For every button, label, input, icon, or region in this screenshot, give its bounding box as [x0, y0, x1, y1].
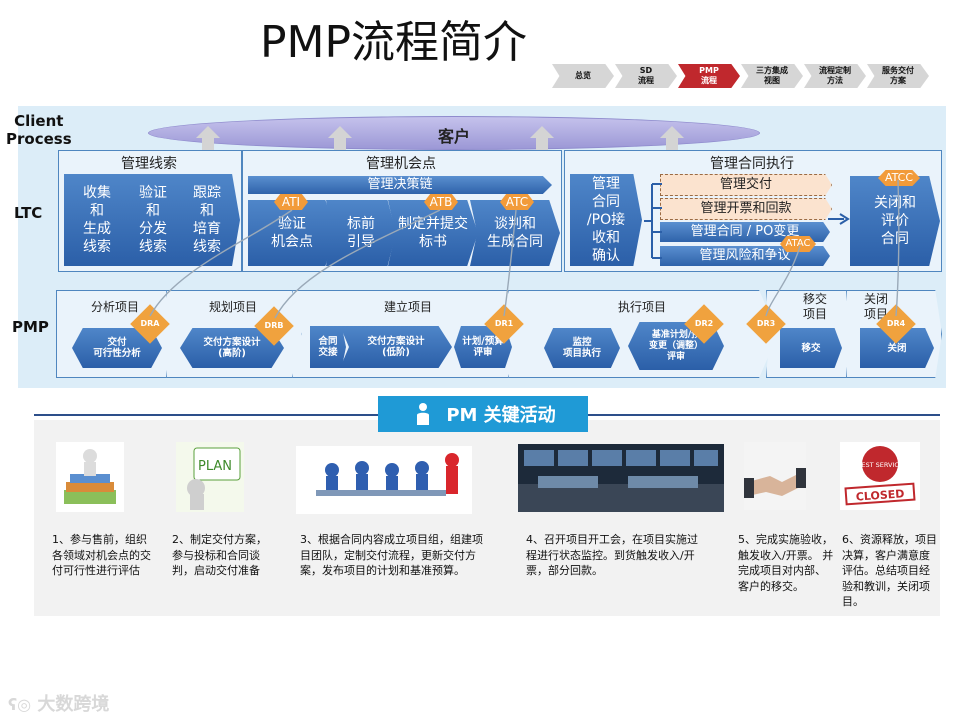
activity-desc: 6、资源释放，项目决算，客户满意度评估。总结项目经验和教训，关闭项目。	[842, 533, 937, 608]
customer-label: 客户	[437, 127, 470, 146]
decision-review-label: DR2	[694, 319, 714, 328]
ltc-group-opportunity-title: 管理机会点	[366, 156, 436, 172]
key-heading-text: PM 关键活动	[446, 405, 556, 426]
process-nav: 总览 SD 流程 PMP 流程 三方集成 视图 流程定制 方法 服务交付 方案	[552, 64, 930, 88]
pmp-group-title: 执行项目	[617, 300, 666, 314]
pmp-step[interactable]: 移交	[780, 328, 842, 368]
decision-chain-bar[interactable]: 管理决策链	[248, 176, 552, 194]
nav-step-integration[interactable]: 三方集成 视图	[741, 64, 803, 88]
exec-box-delivery[interactable]: 管理交付	[660, 174, 832, 196]
nav-step-service[interactable]: 服务交付 方案	[867, 64, 929, 88]
activity-desc: 1、参与售前，组织各领域对机会点的交付可行性进行评估	[52, 533, 151, 577]
nav-step-customization[interactable]: 流程定制 方法	[804, 64, 866, 88]
nav-step-sd[interactable]: SD 流程	[615, 64, 677, 88]
decision-review-label: DR1	[494, 319, 514, 328]
activity-desc: 3、根据合同内容成立项目组，组建项目团队，定制交付流程，更新交付方案，发布项目的…	[300, 533, 483, 577]
activity-desc: 4、召开项目开工会，在项目实施过程进行状态监控。到货触发收入/开票，部分回款。	[526, 533, 698, 577]
ltc-step[interactable]: 跟踪 和 培育 线索	[174, 174, 240, 266]
pmp-group-title: 建立项目	[383, 300, 432, 314]
activity-desc: 5、完成实施验收，触发收入/开票。 并完成项目对内部、客户的移交。	[738, 533, 834, 593]
pmp-group-title: 移交 项目	[802, 292, 827, 321]
row-label-client: Client Process	[6, 112, 72, 148]
ltc-step[interactable]: 制定并提交 标书	[388, 200, 478, 266]
milestone-tag-atb: ATB	[424, 194, 458, 210]
pmp-step[interactable]: 合同 交接	[310, 326, 346, 368]
service-stamp-text: BEST SERVICE	[857, 461, 903, 469]
watermark-text: 大数跨境	[37, 694, 110, 715]
pmp-step[interactable]: 交付方案设计 (低阶)	[340, 326, 452, 368]
page-title: PMP流程简介	[260, 17, 528, 68]
milestone-tag-ati: ATI	[274, 194, 308, 210]
ltc-step[interactable]: 验证 机会点	[248, 200, 336, 266]
arrow-to-close	[828, 213, 850, 225]
ltc-pmp-connectors	[149, 179, 900, 319]
watermark-logo-icon: ʕ◎	[8, 695, 32, 714]
pmp-group-title: 分析项目	[90, 300, 139, 314]
closed-stamp-text: CLOSED	[855, 487, 904, 503]
nav-step-pmp[interactable]: PMP 流程	[678, 64, 740, 88]
ltc-group-execution-title: 管理合同执行	[710, 156, 794, 172]
monitoring-room-image	[518, 444, 724, 512]
ltc-step[interactable]: 标前 引导	[326, 200, 396, 266]
plan-text: PLAN	[198, 459, 232, 474]
activity-desc: 2、制定交付方案，参与投标和合同谈判，启动交付准备	[172, 533, 267, 577]
watermark: ʕ◎ 大数跨境	[8, 690, 109, 716]
milestone-tag-atcc: ATCC	[878, 170, 920, 186]
ltc-step[interactable]: 谈判和 生成合同	[470, 200, 560, 266]
row-label-ltc: LTC	[14, 204, 43, 222]
customer-ellipse: 客户	[148, 116, 760, 150]
ltc-step[interactable]: 验证 和 分发 线索	[120, 174, 186, 266]
pmp-group-title: 规划项目	[208, 300, 257, 314]
exec-box-billing[interactable]: 管理开票和回款	[660, 198, 832, 220]
bracket-connectors	[644, 183, 662, 259]
decision-review-label: DR4	[886, 319, 906, 328]
decision-review-label: DR3	[756, 319, 776, 328]
nav-step-overview[interactable]: 总览	[552, 64, 614, 88]
ltc-step[interactable]: 管理 合同 /PO接 收和 确认	[570, 174, 642, 266]
pmp-step[interactable]: 监控 项目执行	[544, 328, 620, 368]
pmp-group-title: 关闭 项目	[864, 292, 889, 321]
milestone-tag-atc: ATC	[500, 194, 534, 210]
ltc-step[interactable]: 关闭和 评价 合同	[850, 176, 940, 266]
row-label-pmp: PMP	[12, 318, 49, 336]
closed-stamp-image: BEST SERVICE CLOSED	[840, 442, 920, 510]
presales-image	[56, 442, 124, 512]
plan-image: PLAN	[176, 442, 244, 512]
pmp-step[interactable]: 基准计划/预 变更（调整） 评审	[628, 322, 724, 370]
milestone-tag-atac: ATAC	[780, 236, 816, 252]
team-meeting-image	[296, 446, 472, 514]
decision-review-label: DRA	[140, 319, 160, 328]
key-activities-heading: PM 关键活动	[378, 396, 588, 432]
ltc-group-leads-title: 管理线索	[121, 156, 177, 172]
ltc-step[interactable]: 收集 和 生成 线索	[64, 174, 130, 266]
decision-review-label: DRB	[264, 321, 284, 330]
handshake-image	[744, 442, 806, 510]
person-icon	[417, 403, 430, 425]
